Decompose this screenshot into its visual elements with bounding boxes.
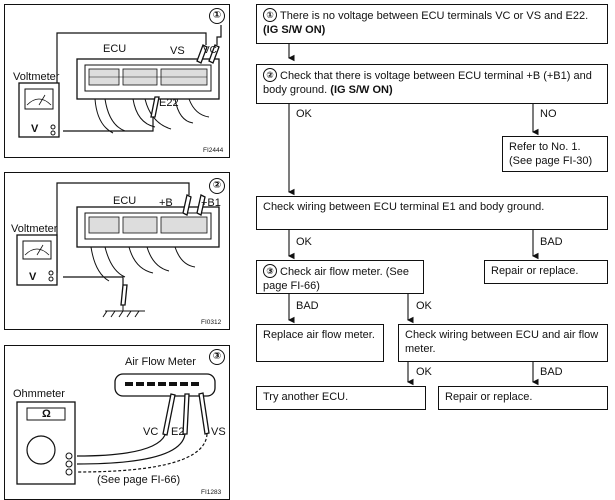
step-2-number: ②: [263, 68, 277, 82]
bad-label-3: BAD: [540, 366, 563, 378]
voltmeter-v-label: V: [31, 123, 39, 135]
vs-terminal-label: VS: [170, 45, 185, 57]
ok-label-2: OK: [296, 236, 312, 248]
voltmeter-label: Voltmeter: [11, 223, 58, 235]
ecu-label: ECU: [103, 43, 127, 55]
ohmmeter-label: Ohmmeter: [13, 388, 65, 400]
bad-label-2: BAD: [296, 300, 319, 312]
figure-code: FI2444: [203, 147, 224, 154]
ok-label-3: OK: [416, 300, 432, 312]
e2-terminal-label: E2: [171, 426, 185, 438]
ecu-label: ECU: [113, 195, 137, 207]
e22-terminal-label: E22: [159, 97, 179, 109]
no-label-1: NO: [540, 108, 557, 120]
voltmeter-v-label: V: [29, 271, 37, 283]
bad-label-1: BAD: [540, 236, 563, 248]
figure-code: FI0312: [201, 319, 222, 326]
check-wiring-e1-box: Check wiring between ECU terminal E1 and…: [256, 196, 608, 230]
ohm-symbol: Ω: [42, 408, 51, 420]
ok-label-4: OK: [416, 366, 432, 378]
panel-3-number: ③: [209, 349, 225, 365]
page-reference: (See page FI-66): [97, 474, 181, 486]
ecu-voltage-diagram-2: [16, 182, 220, 318]
diagram-panel-1: ① ECU VS VC E22 Voltmeter V FI2444: [4, 4, 230, 158]
vc-terminal-label: VC: [143, 426, 159, 438]
panel-1-number: ①: [209, 8, 225, 24]
diagram-panel-3: ③ Air Flow Meter Ohmmeter Ω VC E2 VS (Se…: [4, 345, 230, 500]
air-flow-meter-title: Air Flow Meter: [125, 356, 196, 368]
vs-terminal-label: VS: [211, 426, 226, 438]
repair-box-1: Repair or replace.: [484, 260, 608, 284]
step-2-text: Check that there is voltage between ECU …: [263, 70, 592, 96]
repair-box-2: Repair or replace.: [438, 386, 608, 410]
panel-2-number: ②: [209, 178, 225, 194]
plus-b1-terminal-label: +B1: [201, 197, 221, 209]
check-wiring-afm-box: Check wiring between ECU and air flow me…: [398, 324, 608, 362]
refer-box: Refer to No. 1. (See page FI-30): [502, 136, 608, 172]
figure-code: FI1283: [201, 489, 222, 496]
step-3-text: Check air flow meter. (See page FI-66): [263, 266, 409, 292]
step-1-text: There is no voltage between ECU terminal…: [280, 10, 589, 22]
plus-b-terminal-label: +B: [159, 197, 173, 209]
try-ecu-box: Try another ECU.: [256, 386, 426, 410]
ok-label-1: OK: [296, 108, 312, 120]
step-2-condition: (IG S/W ON): [330, 84, 393, 96]
step-1-condition: (IG S/W ON): [263, 24, 326, 36]
step-3-number: ③: [263, 264, 277, 278]
diagram-panel-2: ② ECU +B +B1 Voltmeter V FI0312: [4, 172, 230, 330]
ecu-voltage-diagram-1: [18, 25, 222, 138]
voltmeter-label: Voltmeter: [13, 71, 60, 83]
step-1-number: ①: [263, 8, 277, 22]
air-flow-meter-diagram: [16, 373, 216, 485]
replace-afm-box: Replace air flow meter.: [256, 324, 384, 362]
vc-terminal-label: VC: [203, 45, 217, 56]
